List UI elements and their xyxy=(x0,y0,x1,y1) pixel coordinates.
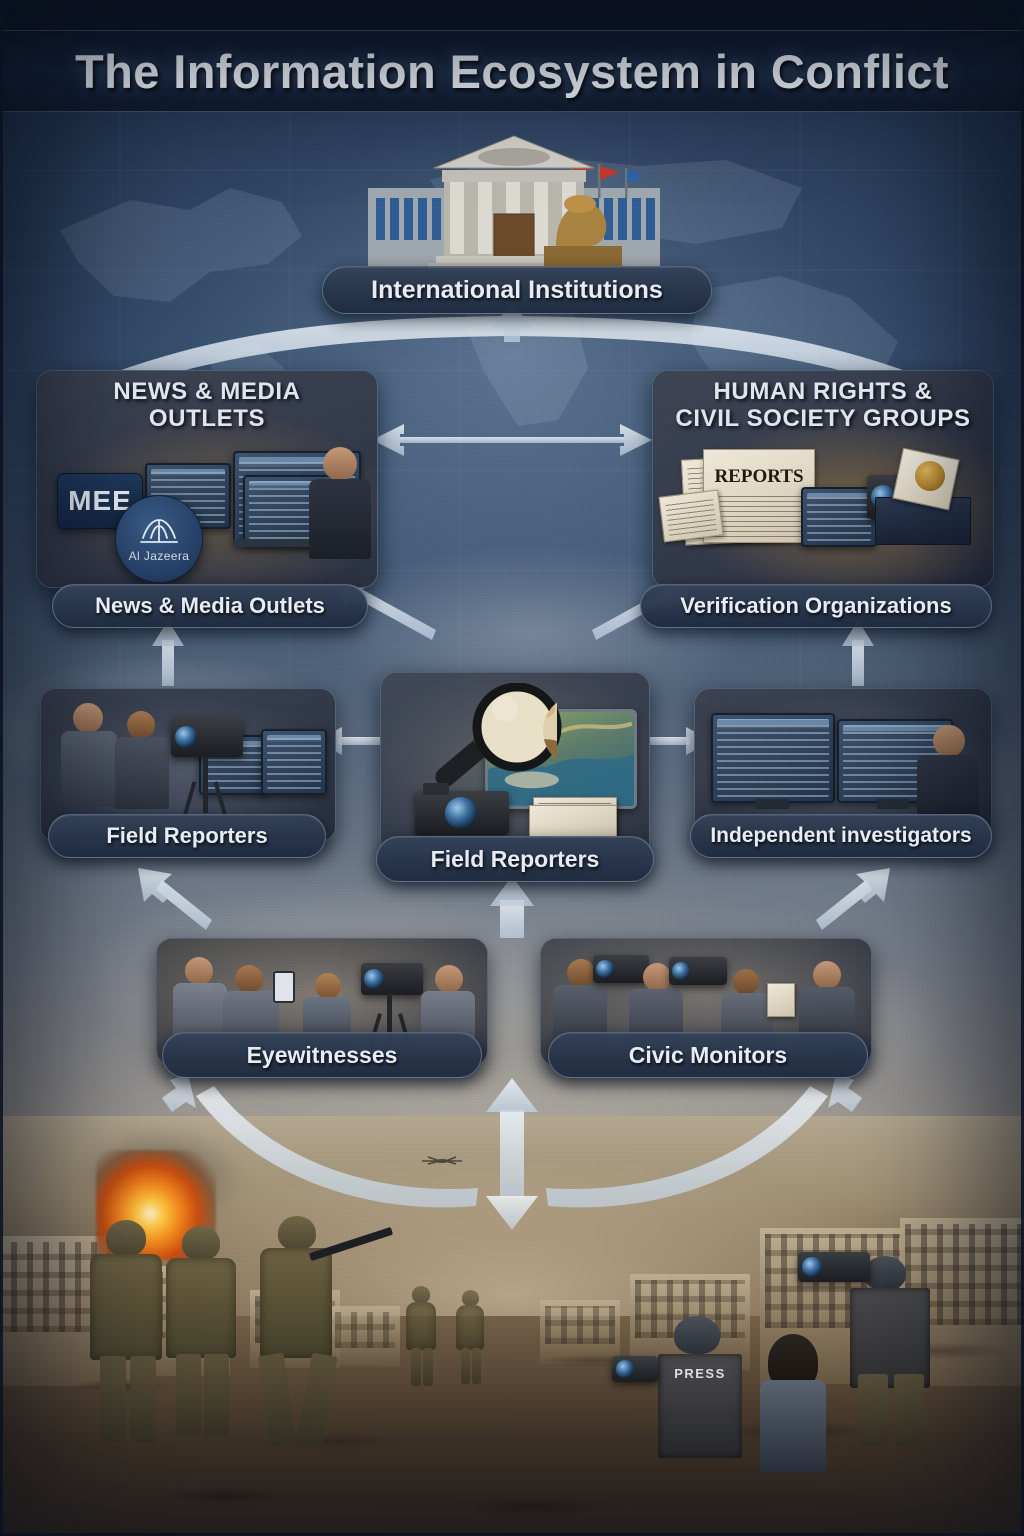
chip-label: Field Reporters xyxy=(430,845,600,872)
camera-icon xyxy=(415,783,509,835)
viewer-screen xyxy=(801,487,877,547)
header-line-2: OUTLETS xyxy=(148,404,266,432)
press-camera-operator xyxy=(798,1252,968,1446)
chip-label: Field Reporters xyxy=(106,823,268,848)
notepad-icon xyxy=(767,983,795,1017)
chip-verification-organizations[interactable]: Verification Organizations xyxy=(640,584,992,628)
soldier-figure-distant xyxy=(452,1290,488,1384)
panel-news-media-outlets[interactable]: MEE Al Jazeera NEWS & MEDIA OUTLETS xyxy=(36,370,378,588)
document-stack xyxy=(529,805,617,837)
video-camera-icon xyxy=(669,957,727,985)
soldier-figure-aiming xyxy=(250,1216,394,1448)
reports-headline: REPORTS xyxy=(714,466,804,487)
monitor-stand xyxy=(877,799,909,809)
panel-header-human-rights: HUMAN RIGHTS & CIVIL SOCIETY GROUPS xyxy=(653,378,993,433)
header-line-2: CIVIL SOCIETY GROUPS xyxy=(675,404,971,432)
laptop-base xyxy=(233,539,345,547)
journalist-figure xyxy=(307,447,377,559)
soldier-figure xyxy=(80,1220,170,1442)
reporter-figure xyxy=(59,703,121,807)
loose-paper xyxy=(658,489,724,543)
tripod-icon xyxy=(387,993,392,1043)
press-vest xyxy=(850,1288,930,1388)
press-vest: PRESS xyxy=(658,1354,742,1458)
chip-label: News & Media Outlets xyxy=(95,593,325,618)
chip-field-reporters-center[interactable]: Field Reporters xyxy=(376,836,654,882)
chip-international-institutions[interactable]: International Institutions xyxy=(322,266,712,314)
chip-independent-investigators[interactable]: Independent investigators xyxy=(690,814,992,858)
chip-label: Verification Organizations xyxy=(680,593,952,618)
helmet-icon xyxy=(864,1256,906,1290)
chip-label: Independent investigators xyxy=(710,824,972,847)
chip-label: International Institutions xyxy=(371,275,663,304)
press-vest-label: PRESS xyxy=(674,1366,726,1381)
tripod-icon xyxy=(203,757,208,813)
globe-emblem-icon xyxy=(915,461,945,491)
institution-building-icon xyxy=(368,135,660,270)
chip-eyewitnesses[interactable]: Eyewitnesses xyxy=(162,1032,482,1078)
chip-news-media-outlets[interactable]: News & Media Outlets xyxy=(52,584,368,628)
monitor-stand xyxy=(755,799,789,809)
video-camera-icon xyxy=(361,963,423,995)
helmet-icon xyxy=(674,1316,720,1354)
chip-label: Eyewitnesses xyxy=(246,1041,398,1068)
video-camera-icon xyxy=(593,955,649,983)
video-camera-icon xyxy=(798,1252,870,1282)
title-bar: The Information Ecosystem in Conflict xyxy=(0,30,1024,112)
chip-label: Civic Monitors xyxy=(628,1041,788,1068)
panel-header-news-media: NEWS & MEDIA OUTLETS xyxy=(37,378,377,433)
field-monitor xyxy=(261,729,327,795)
panel-human-rights-civil-society[interactable]: REPORTS HUMAN RIGHTS & CIVIL SOCIETY GRO… xyxy=(652,370,994,588)
page-title: The Information Ecosystem in Conflict xyxy=(75,44,949,98)
panel-field-reporters-center[interactable] xyxy=(380,672,650,864)
video-camera-icon xyxy=(171,717,243,757)
header-line-1: NEWS & MEDIA xyxy=(113,378,301,405)
civilian-seated xyxy=(748,1334,838,1474)
logo-al-jazeera: Al Jazeera xyxy=(115,495,203,583)
drone-icon xyxy=(422,1156,462,1165)
analyst-monitor xyxy=(711,713,835,803)
chip-civic-monitors[interactable]: Civic Monitors xyxy=(548,1032,868,1078)
header-line-1: HUMAN RIGHTS & xyxy=(713,378,933,405)
soldier-figure-distant xyxy=(400,1286,440,1386)
smartphone-icon xyxy=(273,971,295,1003)
soldier-figure xyxy=(158,1226,246,1436)
al-jazeera-calligraphy-icon xyxy=(140,518,178,543)
reporter-figure xyxy=(115,711,173,809)
camera-icon xyxy=(612,1356,658,1382)
press-journalist-seated: PRESS xyxy=(612,1316,760,1476)
top-cap xyxy=(0,0,1024,30)
magnifying-glass-icon xyxy=(435,683,562,787)
chip-field-reporters-left[interactable]: Field Reporters xyxy=(48,814,326,858)
